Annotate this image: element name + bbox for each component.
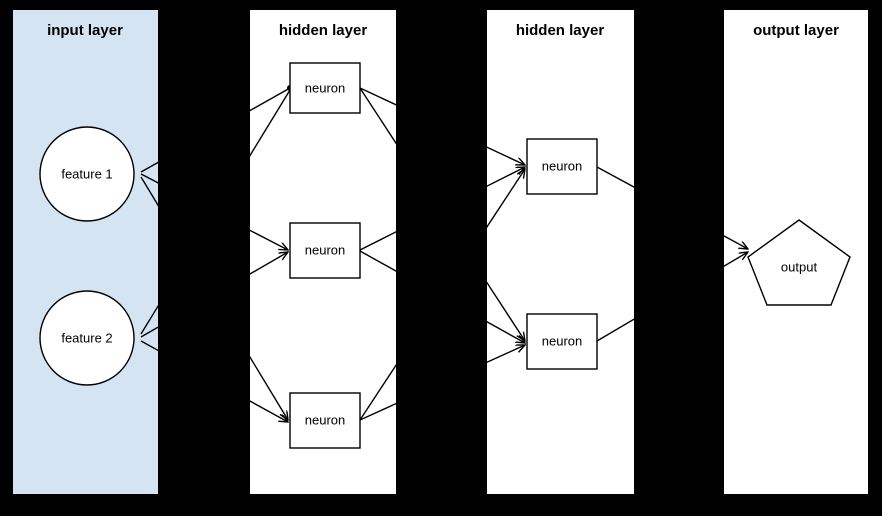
edge-h2-neuron-1-to-output [596, 166, 634, 188]
h1-neuron-3-box[interactable] [289, 392, 361, 449]
layer-titles: input layer hidden layer hidden layer ou… [47, 22, 839, 39]
panel-title-output: output layer [753, 22, 839, 39]
edge-h1-neuron-2-to-h2-neuron-1-head [487, 167, 525, 187]
edge-feature-2-to-h1-neuron-2-head [250, 252, 288, 275]
node-h2-neuron-2[interactable]: neuron [526, 313, 598, 370]
edges-in-hidden-2-panel [487, 146, 634, 364]
node-output[interactable]: output [747, 219, 851, 306]
h2-neuron-1-box[interactable] [526, 138, 598, 195]
node-feature-1[interactable]: feature 1 [39, 126, 135, 222]
edge-h1-neuron-3-to-h2-neuron-1-head [487, 169, 525, 229]
edge-feature-2-to-h1-neuron-1-head [250, 89, 291, 157]
panel-input [13, 10, 158, 494]
edge-h1-neuron-2-to-h2-neuron-2 [359, 250, 396, 272]
h2-neuron-1-label: neuron [542, 158, 582, 173]
h1-neuron-3-label: neuron [305, 412, 345, 427]
feature-1-label: feature 1 [61, 166, 112, 181]
output-label: output [781, 259, 818, 274]
edge-h1-neuron-1-to-h2-neuron-1-head [487, 146, 525, 165]
output-pentagon[interactable] [747, 219, 851, 306]
edge-h2-neuron-2-to-output [596, 318, 634, 342]
node-feature-2[interactable]: feature 2 [39, 290, 135, 386]
feature-2-label: feature 2 [61, 330, 112, 345]
edge-h1-neuron-2-to-h2-neuron-2-head [487, 321, 525, 343]
edge-h1-neuron-1-to-h2-neuron-1 [359, 87, 396, 106]
edge-h1-neuron-1-to-h2-neuron-2-head [487, 281, 525, 341]
edge-feature-1-to-h1-neuron-2-head [250, 229, 288, 250]
node-h2-neuron-1[interactable]: neuron [526, 138, 598, 195]
feature-1-circle[interactable] [39, 126, 135, 222]
h1-neuron-1-label: neuron [305, 80, 345, 95]
node-h1-neuron-2[interactable]: neuron [289, 222, 361, 279]
edge-h1-neuron-2-to-h2-neuron-1 [359, 231, 396, 251]
edge-feature-1-to-h1-neuron-1-head [250, 85, 293, 112]
panel-title-hidden-1: hidden layer [279, 22, 368, 39]
edge-h1-neuron-3-to-h2-neuron-2 [359, 402, 396, 421]
edge-h1-neuron-3-to-h2-neuron-1 [359, 363, 396, 421]
edge-h1-neuron-1-to-h2-neuron-2 [359, 87, 396, 145]
panel-title-hidden-2: hidden layer [516, 22, 605, 39]
panel-hidden-2 [487, 10, 634, 494]
feature-2-circle[interactable] [39, 290, 135, 386]
node-h1-neuron-3[interactable]: neuron [289, 392, 361, 449]
panel-title-input: input layer [47, 22, 123, 39]
edge-h1-neuron-3-to-h2-neuron-2-head [487, 345, 525, 364]
h2-neuron-2-label: neuron [542, 333, 582, 348]
h1-neuron-2-box[interactable] [289, 222, 361, 279]
h2-neuron-2-box[interactable] [526, 313, 598, 370]
connection-edges [140, 85, 748, 422]
nodes: feature 1 feature 2 neuron neuron neuron [39, 62, 851, 449]
h1-neuron-2-label: neuron [305, 242, 345, 257]
edge-feature-1-to-h1-neuron-3-head [250, 355, 288, 420]
edges-in-hidden-1-panel [250, 85, 396, 422]
edge-feature-2-to-h1-neuron-3-head [250, 400, 288, 422]
node-h1-neuron-1[interactable]: neuron [289, 62, 361, 114]
h1-neuron-1-box[interactable] [289, 62, 361, 114]
